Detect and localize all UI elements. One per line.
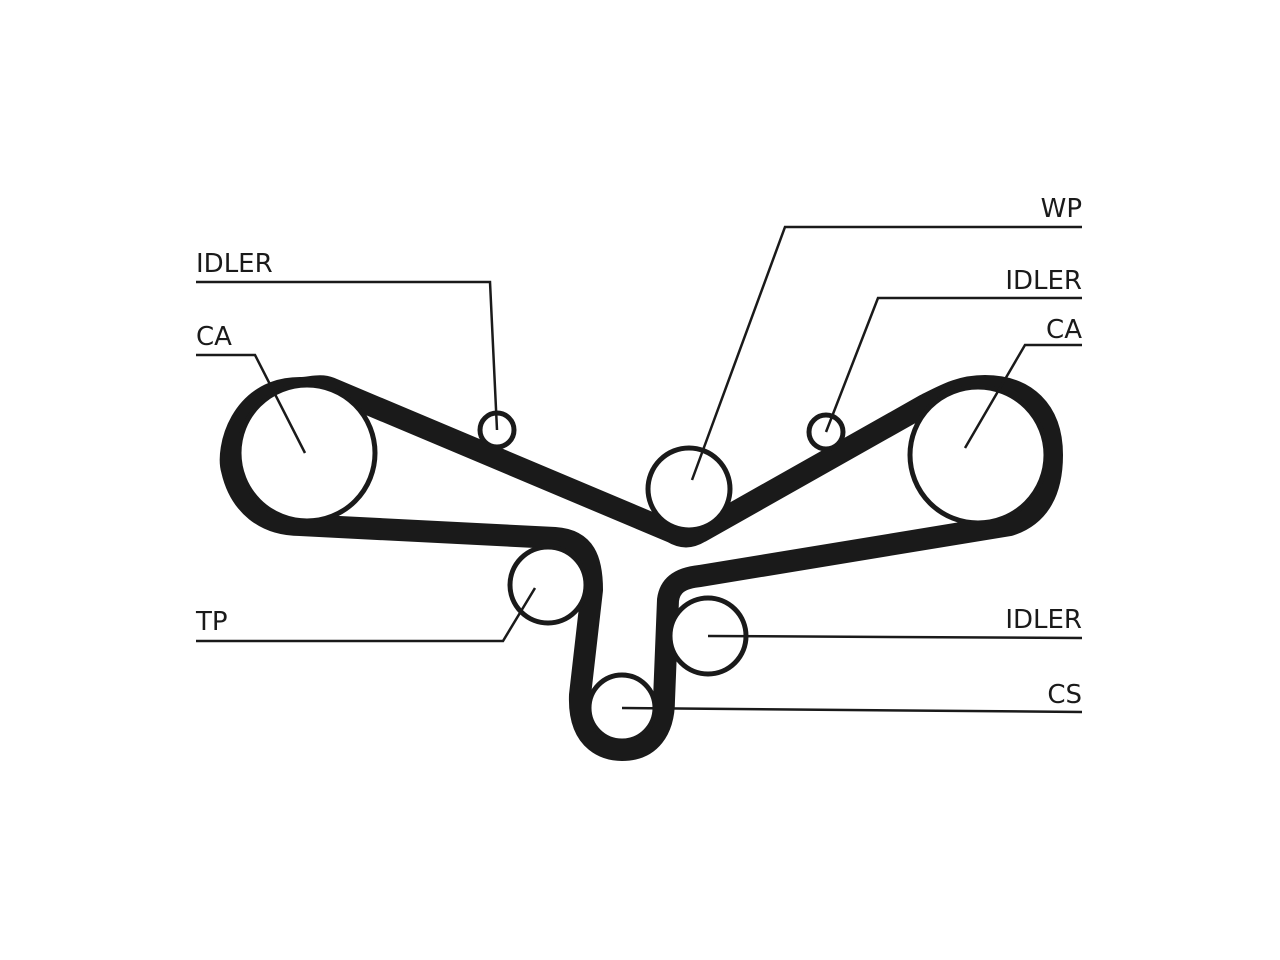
water-pump-pulley xyxy=(645,445,733,533)
leader-idler-top-right xyxy=(824,296,1082,433)
leader-wp xyxy=(690,225,1082,481)
camshaft-pulley-left xyxy=(236,382,378,524)
timing-belt xyxy=(219,375,1063,761)
tensioner-pulley xyxy=(507,544,589,626)
label-idler-top-right: IDLER xyxy=(1005,266,1082,296)
leader-cs xyxy=(621,706,1083,714)
leader-idler-top-left xyxy=(196,280,499,431)
leader-ca-right xyxy=(963,343,1082,449)
camshaft-pulley-right xyxy=(907,384,1049,526)
label-ca-left: CA xyxy=(196,322,232,352)
label-idler-top-left: IDLER xyxy=(196,249,273,279)
label-cs: CS xyxy=(1047,680,1082,710)
leader-idler-right xyxy=(707,634,1083,640)
label-wp: WP xyxy=(1041,194,1082,224)
label-idler-right: IDLER xyxy=(1005,605,1082,635)
leader-ca-left xyxy=(196,353,307,454)
label-ca-right: CA xyxy=(1046,315,1082,345)
leader-tp xyxy=(196,587,537,643)
label-tp: TP xyxy=(195,607,228,637)
